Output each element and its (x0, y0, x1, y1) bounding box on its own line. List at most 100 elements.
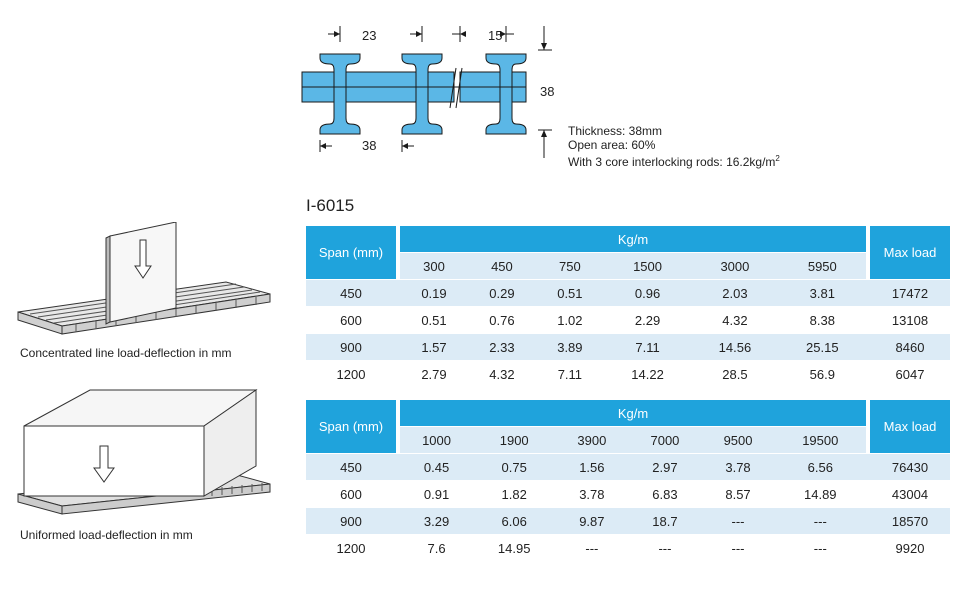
value-cell: 1.56 (555, 453, 629, 481)
grating-profile-diagram (301, 26, 552, 158)
value-cell: 3.81 (778, 279, 866, 307)
load-col: 5950 (778, 252, 866, 280)
table-row: 1200 7.6 14.95 --- --- --- --- 9920 (306, 534, 950, 562)
table-row: 1200 2.79 4.32 7.11 14.22 28.5 56.9 6047 (306, 360, 950, 388)
value-cell: --- (701, 507, 775, 535)
max-cell: 6047 (870, 360, 950, 388)
break-mark-2 (455, 67, 463, 109)
value-cell: 1.82 (473, 480, 556, 508)
header-kgm: Kg/m (400, 226, 866, 253)
table-row: 900 1.57 2.33 3.89 7.11 14.56 25.15 8460 (306, 333, 950, 361)
value-cell: 1.02 (535, 306, 604, 334)
value-cell: 28.5 (691, 360, 779, 388)
max-cell: 17472 (870, 279, 950, 307)
value-cell: 7.6 (400, 534, 474, 562)
value-cell: 0.76 (467, 306, 536, 334)
span-cell: 600 (306, 306, 396, 334)
value-cell: 0.75 (473, 453, 556, 481)
table-row: 900 3.29 6.06 9.87 18.7 --- --- 18570 (306, 507, 950, 535)
value-cell: 9.87 (555, 507, 629, 535)
table-row: 450 0.19 0.29 0.51 0.96 2.03 3.81 17472 (306, 279, 950, 307)
table-row: 450 0.45 0.75 1.56 2.97 3.78 6.56 76430 (306, 453, 950, 481)
header-kgm: Kg/m (400, 400, 866, 427)
span-cell: 600 (306, 480, 396, 508)
value-cell: 7.11 (535, 360, 604, 388)
header-span: Span (mm) (306, 226, 396, 280)
span-cell: 1200 (306, 360, 396, 388)
max-cell: 76430 (870, 453, 950, 481)
load-table-uniform: Span (mm) Kg/m Max load 1000 1900 3900 7… (306, 400, 950, 562)
value-cell: 6.06 (473, 507, 556, 535)
caption-line-load: Concentrated line load-deflection in mm (20, 346, 232, 360)
value-cell: 6.56 (774, 453, 866, 481)
spec-rods: With 3 core interlocking rods: 16.2kg/m2 (568, 154, 780, 169)
max-cell: 43004 (870, 480, 950, 508)
load-col: 9500 (701, 426, 775, 454)
value-cell: 8.57 (701, 480, 775, 508)
value-cell: 25.15 (778, 333, 866, 361)
load-col: 1900 (473, 426, 556, 454)
dim-top-left: 23 (362, 28, 377, 43)
dim-bottom: 38 (362, 138, 377, 153)
header-span: Span (mm) (306, 400, 396, 454)
value-cell: 3.89 (535, 333, 604, 361)
value-cell: --- (628, 534, 702, 562)
span-cell: 450 (306, 279, 396, 307)
spec-thickness: Thickness: 38mm (568, 124, 663, 138)
value-cell: 4.32 (691, 306, 779, 334)
load-col: 450 (467, 252, 536, 280)
value-cell: 2.33 (467, 333, 536, 361)
value-cell: 8.38 (778, 306, 866, 334)
value-cell: 14.56 (691, 333, 779, 361)
value-cell: 0.45 (400, 453, 474, 481)
load-col: 1000 (400, 426, 474, 454)
value-cell: 7.11 (603, 333, 692, 361)
value-cell: 14.22 (603, 360, 692, 388)
load-col: 7000 (628, 426, 702, 454)
load-col: 750 (535, 252, 604, 280)
max-cell: 9920 (870, 534, 950, 562)
i-bar-2 (401, 53, 443, 135)
spec-open-area: Open area: 60% (568, 138, 656, 152)
line-load-illustration (17, 222, 271, 335)
load-col: 19500 (774, 426, 866, 454)
value-cell: 14.89 (774, 480, 866, 508)
value-cell: 2.79 (400, 360, 468, 388)
value-cell: 4.32 (467, 360, 536, 388)
model-title: I-6015 (306, 196, 355, 215)
uniform-load-illustration (17, 389, 271, 515)
value-cell: 3.29 (400, 507, 474, 535)
span-cell: 1200 (306, 534, 396, 562)
dim-right: 38 (540, 84, 555, 99)
i-bar-3 (485, 53, 527, 135)
value-cell: 0.51 (400, 306, 468, 334)
spec-text: Thickness: 38mm Open area: 60% With 3 co… (568, 124, 780, 169)
span-cell: 450 (306, 453, 396, 481)
caption-uniform-load: Uniformed load-deflection in mm (20, 528, 193, 542)
i-bar-1 (319, 53, 361, 135)
load-table-line: Span (mm) Kg/m Max load 300 450 750 1500… (306, 226, 950, 388)
value-cell: 1.57 (400, 333, 468, 361)
value-cell: 0.96 (603, 279, 692, 307)
max-cell: 13108 (870, 306, 950, 334)
load-col: 3900 (555, 426, 629, 454)
max-cell: 8460 (870, 333, 950, 361)
value-cell: --- (701, 534, 775, 562)
value-cell: 6.83 (628, 480, 702, 508)
header-max-load: Max load (870, 226, 950, 280)
span-cell: 900 (306, 507, 396, 535)
value-cell: 0.91 (400, 480, 474, 508)
value-cell: 3.78 (555, 480, 629, 508)
value-cell: --- (774, 534, 866, 562)
value-cell: --- (555, 534, 629, 562)
table-row: 600 0.91 1.82 3.78 6.83 8.57 14.89 43004 (306, 480, 950, 508)
value-cell: 2.97 (628, 453, 702, 481)
value-cell: 0.19 (400, 279, 468, 307)
load-col: 1500 (603, 252, 692, 280)
load-col: 3000 (691, 252, 779, 280)
value-cell: 0.51 (535, 279, 604, 307)
break-mark-1 (449, 67, 457, 109)
value-cell: 14.95 (473, 534, 556, 562)
value-cell: 2.03 (691, 279, 779, 307)
table-row: 600 0.51 0.76 1.02 2.29 4.32 8.38 13108 (306, 306, 950, 334)
